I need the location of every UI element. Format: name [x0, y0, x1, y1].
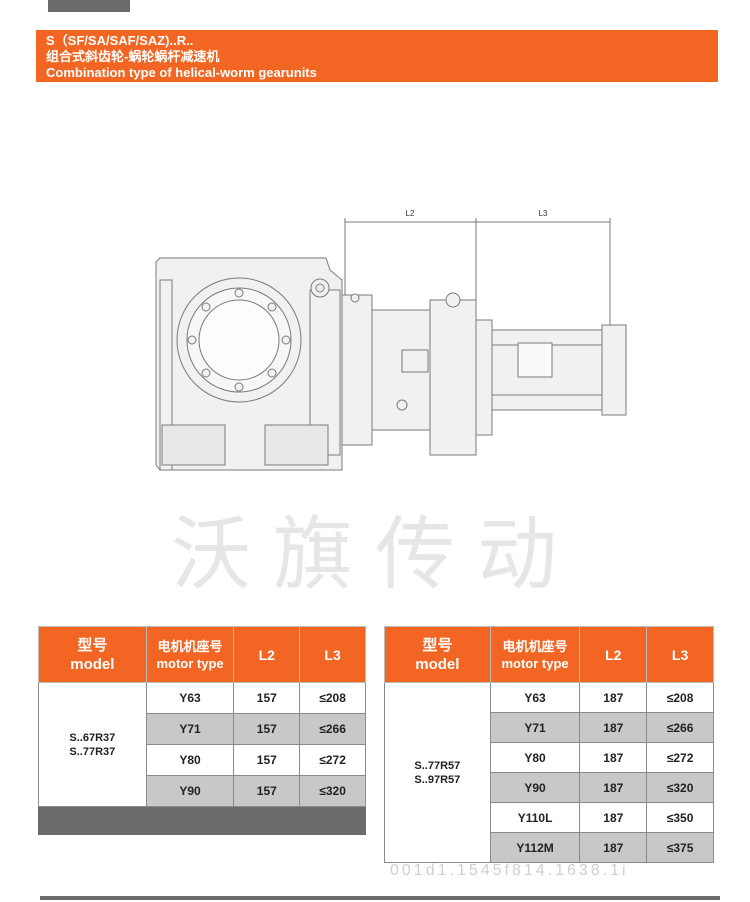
- l3-cell: ≤266: [646, 712, 714, 743]
- footer-watermark: 001d1.1545f814.1638.1i: [390, 862, 629, 879]
- motor-cell: Y63: [145, 682, 235, 714]
- col-header-motor: 电机机座号 motor type: [145, 626, 235, 683]
- l2-cell: 157: [233, 713, 301, 745]
- watermark-text: 沃旗传动: [171, 508, 579, 601]
- l3-cell: ≤208: [299, 682, 366, 714]
- l3-cell: ≤375: [646, 832, 714, 863]
- l3-cell: ≤208: [646, 682, 714, 713]
- spec-table-left: 型号 model 电机机座号 motor type L2 L3 S..67R37…: [38, 626, 366, 835]
- l3-cell: ≤350: [646, 802, 714, 833]
- title-english: Combination type of helical-worm gearuni…: [46, 65, 317, 80]
- title-series: S（SF/SA/SAF/SAZ)..R..: [46, 33, 194, 48]
- bottom-bar: [40, 896, 720, 900]
- motor-cell: Y63: [489, 682, 581, 713]
- l2-cell: 187: [579, 832, 648, 863]
- l2-cell: 187: [579, 682, 648, 713]
- l2-cell: 187: [579, 712, 648, 743]
- l3-cell: ≤272: [299, 744, 366, 776]
- gearunit-drawing: L2 L3: [155, 209, 627, 471]
- motor-cell: Y80: [145, 744, 235, 776]
- l2-cell: 157: [233, 775, 301, 807]
- dimension-label-l3: L3: [539, 209, 548, 218]
- motor-cell: Y90: [489, 772, 581, 803]
- motor-cell: Y110L: [489, 802, 581, 833]
- l3-cell: ≤272: [646, 742, 714, 773]
- motor-cell: Y112M: [489, 832, 581, 863]
- col-header-l2: L2: [233, 626, 301, 683]
- l2-cell: 157: [233, 682, 301, 714]
- l2-cell: 187: [579, 802, 648, 833]
- l2-cell: 187: [579, 772, 648, 803]
- l2-cell: 157: [233, 744, 301, 776]
- l3-cell: ≤320: [299, 775, 366, 807]
- l3-cell: ≤320: [646, 772, 714, 803]
- col-header-motor: 电机机座号 motor type: [489, 626, 581, 683]
- motor-cell: Y71: [145, 713, 235, 745]
- spec-table-right: 型号 model 电机机座号 motor type L2 L3 S..77R57…: [384, 626, 714, 863]
- col-header-l3: L3: [646, 626, 714, 683]
- l3-cell: ≤266: [299, 713, 366, 745]
- table-footer-bar: [38, 806, 366, 835]
- model-cell: S..77R57 S..97R57: [384, 682, 491, 863]
- motor-cell: Y80: [489, 742, 581, 773]
- col-header-l2: L2: [579, 626, 648, 683]
- motor-cell: Y90: [145, 775, 235, 807]
- l2-cell: 187: [579, 742, 648, 773]
- col-header-model: 型号 model: [384, 626, 491, 683]
- title-chinese: 组合式斜齿轮-蜗轮蜗杆减速机: [46, 49, 220, 64]
- model-cell: S..67R37 S..77R37: [38, 682, 147, 807]
- title-banner: S（SF/SA/SAF/SAZ)..R.. 组合式斜齿轮-蜗轮蜗杆减速机 Com…: [36, 30, 718, 82]
- dimension-label-l2: L2: [406, 209, 415, 218]
- top-tab-decoration: [48, 0, 130, 12]
- col-header-l3: L3: [299, 626, 366, 683]
- motor-cell: Y71: [489, 712, 581, 743]
- col-header-model: 型号 model: [38, 626, 147, 683]
